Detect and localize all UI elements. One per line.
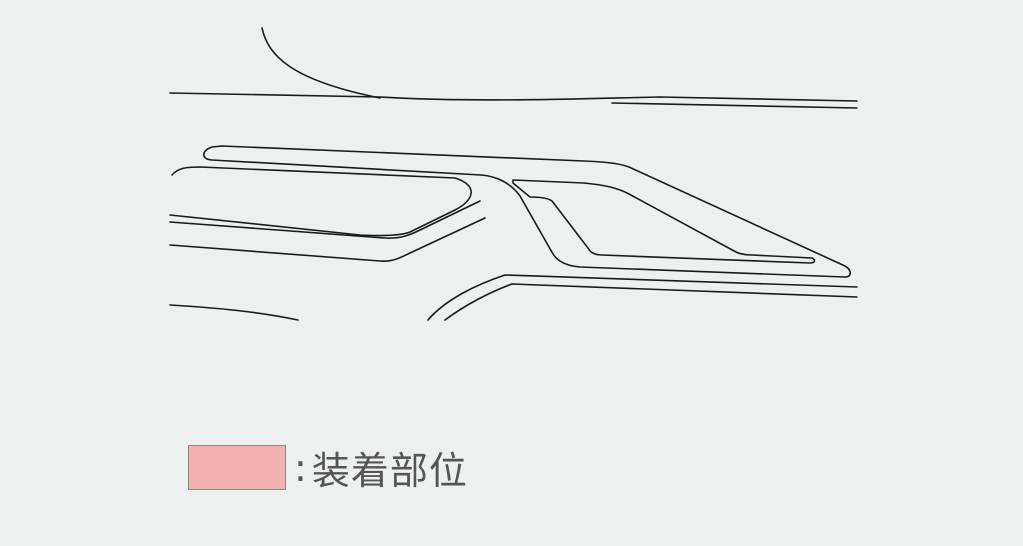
roof-line-secondary [611,102,858,109]
body-line-2 [169,217,486,262]
legend-label: 装着部位 [311,449,468,493]
roof-curve-line [261,27,381,99]
lower-line-1 [427,274,858,321]
mounting-area-inner-line [512,179,816,264]
legend: : 装着部位 [188,440,468,495]
mounting-area-highlight [202,145,852,278]
window-outline [169,166,472,237]
legend-swatch [188,445,286,490]
roof-line [169,92,858,102]
body-line-1 [169,200,481,239]
body-line-3 [169,304,299,321]
lower-line-2 [444,283,858,321]
legend-separator: : [294,445,308,490]
